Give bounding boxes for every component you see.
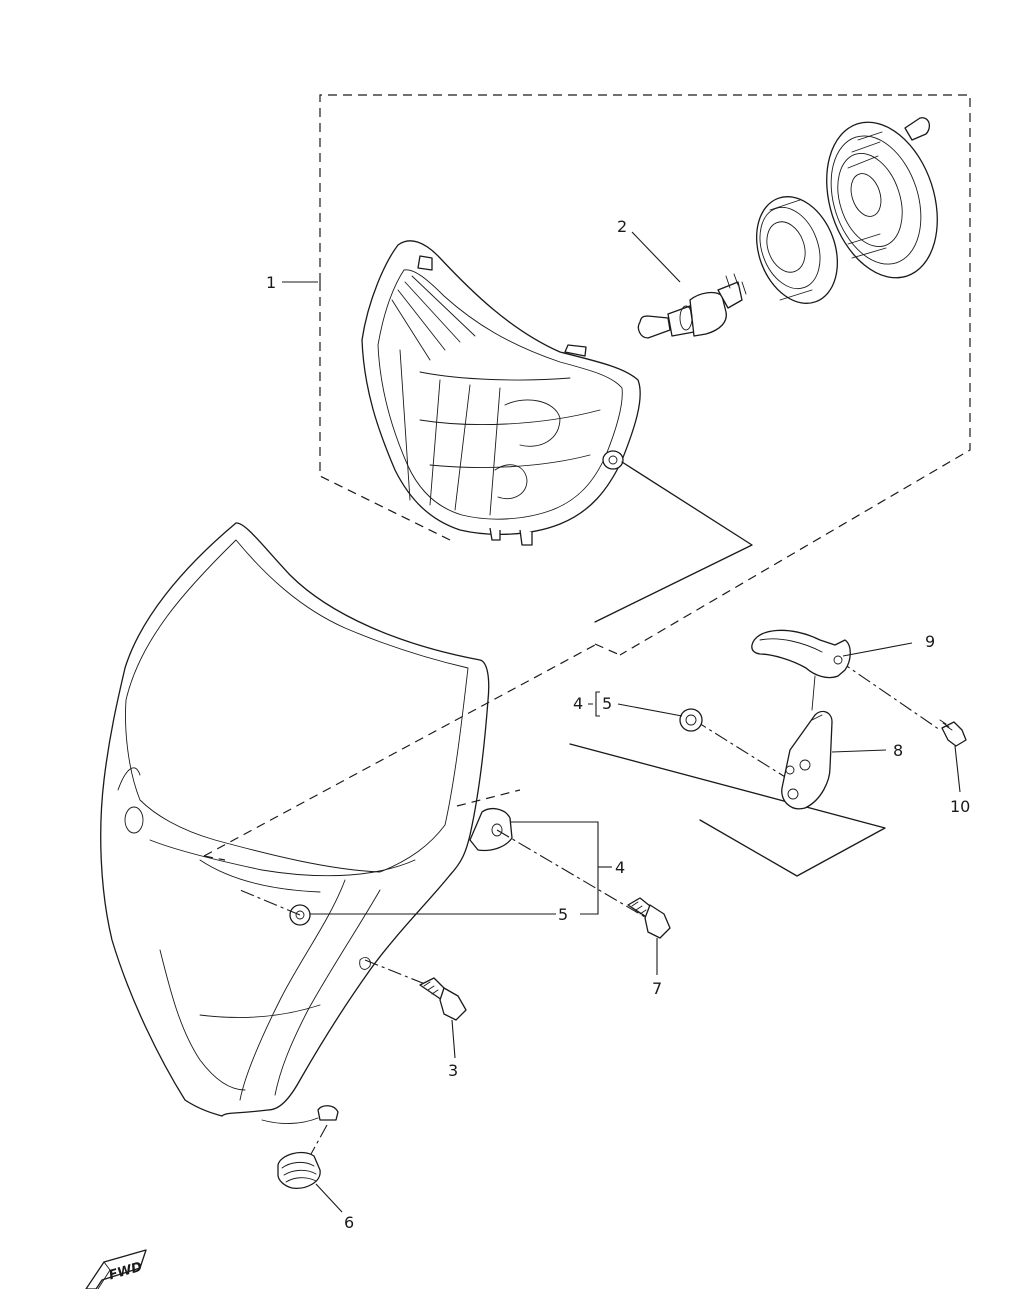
- grommet-upper[interactable]: [679, 708, 703, 732]
- forward-arrow-icon: FWD: [85, 1249, 147, 1289]
- bolt-3[interactable]: [419, 977, 467, 1021]
- callout-7: 7: [652, 979, 662, 998]
- mounting-bracket-upper[interactable]: [751, 629, 851, 711]
- callout-6: 6: [344, 1213, 354, 1232]
- callout-3: 3: [448, 1061, 458, 1080]
- mounting-bracket-plate[interactable]: [781, 710, 833, 810]
- callout-10: 10: [950, 797, 970, 816]
- callout-group: 1 2 4 5 4 5 3 6 7 8 9 10: [266, 217, 970, 1232]
- headlight-mount-guide: [569, 461, 886, 877]
- callout-2: 2: [617, 217, 627, 236]
- bulb-retaining-ring[interactable]: [742, 185, 851, 314]
- callout-4-upper: 4: [573, 694, 583, 713]
- callout-5-upper: 5: [602, 694, 612, 713]
- callout-4-middle: 4: [615, 858, 625, 877]
- headlight-cover[interactable]: [100, 522, 513, 1124]
- headlight-dust-cover[interactable]: [808, 108, 956, 292]
- callout-8: 8: [893, 741, 903, 760]
- bolt-10[interactable]: [939, 719, 967, 747]
- callout-1: 1: [266, 273, 276, 292]
- callout-5-middle: 5: [558, 905, 568, 924]
- bolt-7[interactable]: [627, 897, 671, 939]
- callout-9: 9: [925, 632, 935, 651]
- cover-mount-boundary: [203, 644, 596, 861]
- grommet-6[interactable]: [277, 1151, 321, 1189]
- headlight-assembly-boundary: [319, 94, 971, 656]
- headlight-unit[interactable]: [361, 240, 641, 546]
- headlight-bulb[interactable]: [637, 273, 747, 339]
